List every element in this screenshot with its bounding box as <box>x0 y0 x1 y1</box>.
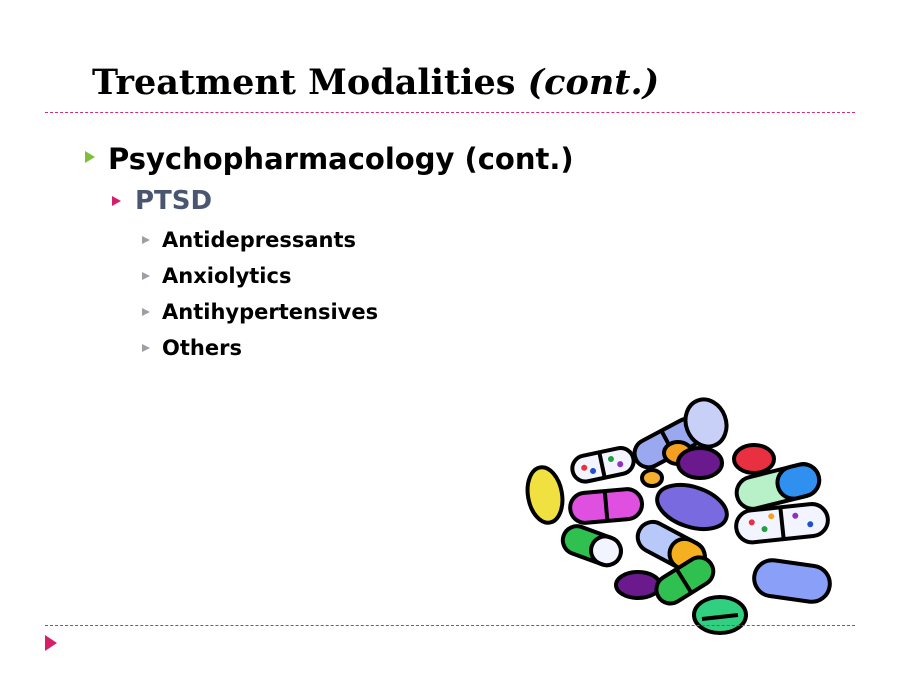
outline-level3-item: Anxiolytics <box>162 264 292 288</box>
title-emphasis: (cont.) <box>527 62 660 103</box>
outline-level3-item: Antihypertensives <box>162 300 379 324</box>
bullet-level2-icon <box>112 196 121 206</box>
footer-divider <box>45 625 855 626</box>
bullet-level3-icon <box>142 236 150 244</box>
outline-level3-item: Antidepressants <box>162 228 357 252</box>
title-main: Treatment Modalities <box>92 62 528 103</box>
play-triangle-icon[interactable] <box>45 635 57 651</box>
bullet-level3-icon <box>142 272 150 280</box>
outline-level1: Psychopharmacology (cont.) <box>108 142 574 176</box>
slide-title: Treatment Modalities (cont.) <box>92 62 659 103</box>
bullet-level1-icon <box>85 151 95 163</box>
bullet-level3-icon <box>142 344 150 352</box>
pills-illustration <box>525 397 832 635</box>
title-divider <box>45 112 855 113</box>
bullet-level3-icon <box>142 308 150 316</box>
outline-level2: PTSD <box>135 186 213 216</box>
outline-level3-item: Others <box>162 336 242 360</box>
